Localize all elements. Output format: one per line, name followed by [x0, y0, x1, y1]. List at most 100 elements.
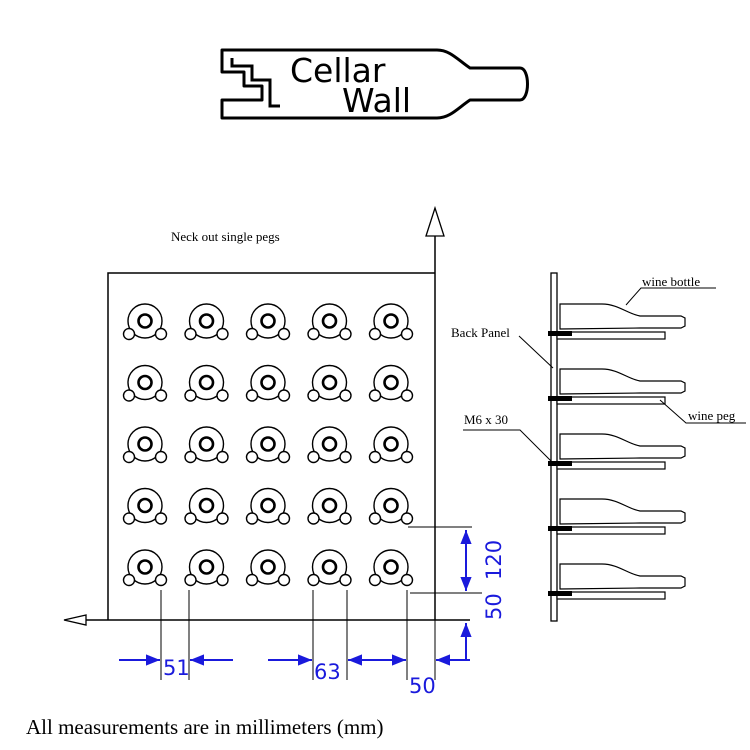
screw-hole	[154, 450, 168, 464]
peg-ring	[373, 549, 409, 585]
peg-assembly	[368, 364, 414, 402]
screw-hole	[277, 573, 291, 587]
logo-text-line2: Wall	[342, 81, 411, 120]
dim-label-50-v: 50	[482, 593, 506, 620]
peg-assembly	[184, 364, 229, 402]
side-bolt	[548, 396, 572, 401]
peg-ring	[250, 487, 286, 524]
screw-hole	[184, 512, 197, 525]
screw-hole	[307, 450, 320, 464]
screw-hole	[368, 389, 382, 402]
screw-hole	[184, 389, 197, 402]
peg-ring	[311, 364, 348, 401]
leader-panel	[518, 335, 554, 369]
footer-note: All measurements are in millimeters (mm)	[26, 715, 383, 739]
peg-ring	[188, 303, 225, 339]
peg-assembly	[307, 549, 352, 587]
screw-hole	[184, 450, 197, 464]
dimension-arrows	[119, 530, 472, 666]
side-leaders	[463, 287, 746, 463]
dim-label-120: 120	[482, 540, 506, 580]
side-bolt	[548, 591, 572, 596]
screw-hole	[245, 512, 259, 525]
peg-assembly	[122, 303, 168, 341]
peg-ring	[311, 303, 348, 339]
peg-center	[383, 497, 399, 514]
label-bolt: M6 x 30	[464, 412, 508, 427]
side-bottle-assembly	[548, 368, 686, 405]
screw-hole	[245, 327, 259, 341]
peg-ring	[127, 487, 163, 524]
screw-hole	[154, 512, 168, 525]
screw-hole	[277, 327, 291, 341]
peg-assembly	[307, 364, 352, 402]
screw-hole	[216, 450, 229, 464]
front-panel	[63, 205, 470, 626]
screw-hole	[184, 573, 197, 587]
screw-hole	[339, 389, 352, 402]
label-back-panel: Back Panel	[451, 325, 510, 340]
peg-assembly	[122, 487, 168, 525]
side-view	[548, 272, 686, 622]
peg-center	[260, 559, 276, 575]
dimension-lines	[160, 526, 482, 680]
screw-hole	[122, 327, 136, 341]
side-bottle-assembly	[548, 303, 686, 340]
side-bolt	[548, 331, 572, 336]
peg-assembly	[122, 364, 168, 402]
peg-assembly	[245, 426, 291, 464]
screw-hole	[122, 450, 136, 464]
side-wine-peg	[556, 461, 666, 470]
peg-center	[321, 436, 338, 452]
leader-bottle	[625, 287, 716, 306]
peg-assembly	[122, 549, 168, 587]
peg-center	[321, 374, 338, 391]
screw-hole	[122, 573, 136, 587]
peg-ring	[127, 303, 163, 339]
peg-ring	[188, 364, 225, 401]
peg-center	[383, 559, 399, 575]
peg-ring	[127, 364, 163, 401]
peg-ring	[373, 487, 409, 524]
peg-center	[383, 374, 399, 391]
side-wine-bottle	[559, 498, 686, 525]
side-wine-peg	[556, 526, 666, 535]
panel-outline	[107, 272, 435, 620]
peg-center	[137, 559, 153, 575]
peg-ring	[188, 487, 225, 524]
peg-assembly	[368, 426, 414, 464]
side-bolt	[548, 461, 572, 466]
dim-label-63: 63	[314, 660, 341, 684]
screw-hole	[245, 389, 259, 402]
front-view-title: Neck out single pegs	[171, 229, 280, 244]
peg-assembly	[184, 303, 229, 341]
screw-hole	[245, 573, 259, 587]
screw-hole	[307, 512, 320, 525]
peg-ring	[250, 549, 286, 585]
side-wine-peg	[556, 396, 666, 405]
side-wine-peg	[556, 591, 666, 600]
peg-ring	[188, 549, 225, 585]
vertical-axis-arrowhead	[425, 205, 445, 237]
label-wine-bottle: wine bottle	[642, 274, 700, 289]
peg-center	[321, 497, 338, 514]
screw-hole	[277, 450, 291, 464]
side-bottle-assembly	[548, 563, 686, 600]
side-wine-bottle	[559, 303, 686, 330]
side-wine-bottle	[559, 433, 686, 460]
screw-hole	[154, 327, 168, 341]
peg-ring	[250, 364, 286, 401]
peg-assembly	[368, 487, 414, 525]
peg-assembly	[368, 303, 414, 341]
screw-hole	[400, 327, 414, 341]
side-bottle-assembly	[548, 433, 686, 470]
peg-assembly	[122, 426, 168, 464]
screw-hole	[154, 389, 168, 402]
screw-hole	[216, 573, 229, 587]
peg-ring	[127, 426, 163, 462]
screw-hole	[368, 450, 382, 464]
peg-center	[260, 497, 276, 514]
logo-text-line1: Cellar	[290, 51, 386, 90]
screw-hole	[339, 573, 352, 587]
peg-assembly	[245, 487, 291, 525]
